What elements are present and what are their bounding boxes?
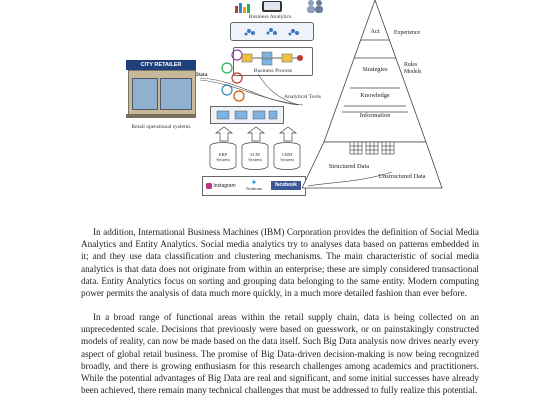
business-analytics-label: Business Analytics (248, 14, 292, 20)
crm-sub: System (280, 157, 294, 162)
up-arrows (214, 126, 298, 142)
store-sign: CITY RETAILER (126, 60, 196, 70)
structured-data-label: Structured Data (328, 163, 370, 170)
tablet-icon (261, 0, 283, 12)
facebook-logo: facebook (271, 181, 301, 190)
pyramid-level-knowledge: Knowledge (360, 92, 390, 99)
side-label-experience: Experience (394, 30, 421, 36)
erp-sub: System (216, 157, 230, 162)
unstructured-data-label: Unstructured Data (378, 173, 426, 180)
twitter-label: Twitter.me (245, 187, 263, 191)
connector-lines (199, 73, 304, 106)
twitter-bird-icon: ✦ (250, 178, 258, 187)
bar-chart-icon (234, 0, 250, 13)
twitter-logo: ✦ Twitter.me (241, 179, 267, 193)
data-source-icons (221, 49, 245, 102)
pyramid-level-information: Information (359, 112, 391, 119)
social-media-box: Instagram ✦ Twitter.me facebook (202, 176, 306, 196)
instagram-logo: Instagram (206, 182, 236, 190)
crm-system: CRM System (272, 142, 302, 170)
scm-sub: System (248, 157, 262, 162)
pyramid-level-strategies: Strategies (362, 66, 388, 73)
scm-label: SCM (250, 152, 260, 157)
retail-caption: Retail operational systems (131, 124, 191, 130)
instagram-icon (206, 183, 212, 189)
pyramid-level-act: Act (370, 28, 380, 35)
business-process-label: Business Process (253, 68, 293, 74)
figure: Business Analytics Business Process (118, 0, 448, 205)
people-icon (304, 0, 326, 13)
paragraph-ibm-definition: In addition, International Business Mach… (81, 227, 479, 299)
knowledge-pyramid (302, 0, 443, 189)
store-illustration: CITY RETAILER (126, 60, 196, 118)
analytics-tool-box (210, 106, 284, 124)
business-process-box: Business Process (233, 47, 313, 76)
scm-system: SCM System (240, 142, 270, 170)
erp-label: ERP (218, 152, 228, 157)
crm-label: CRM (281, 152, 293, 157)
facebook-label: facebook (275, 182, 297, 188)
data-label: Data (196, 72, 208, 78)
analytical-tools-label: Analytical Tools (284, 94, 321, 100)
paragraph-retail-big-data: In a broad range of functional areas wit… (81, 312, 479, 396)
side-label-rules-models: Rules Models (404, 62, 422, 75)
instagram-label: Instagram (213, 183, 236, 189)
erp-system: ERP System (208, 142, 238, 170)
business-analytics-box (230, 22, 314, 41)
